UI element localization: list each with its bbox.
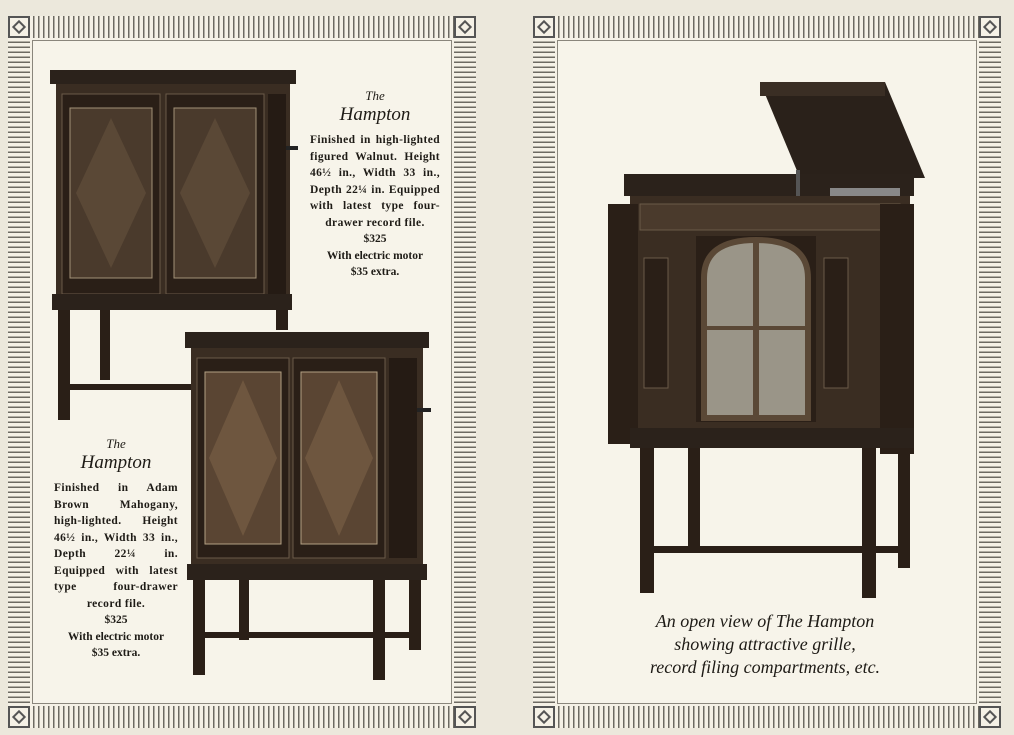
motor-price: $35 extra. [91, 647, 141, 659]
corner-ornament [533, 16, 555, 38]
product-name: Hampton [339, 104, 411, 125]
motor-note: With electric motor [67, 630, 165, 643]
corner-ornament [454, 16, 476, 38]
decorative-border-bottom [533, 706, 1001, 728]
corner-ornament [979, 706, 1001, 728]
product-name: Hampton [80, 452, 152, 473]
decorative-border-top [8, 16, 476, 38]
caption-line: showing attractive grille, [674, 634, 856, 654]
corner-ornament [454, 706, 476, 728]
open-phonograph-illustration [608, 82, 925, 598]
corner-ornament [533, 706, 555, 728]
decorative-border-left [533, 16, 555, 728]
decorative-border-bottom [8, 706, 476, 728]
corner-ornament [8, 16, 30, 38]
motor-price: $35 extra. [350, 266, 400, 278]
decorative-border-right [979, 16, 1001, 728]
title-the: The [106, 436, 126, 451]
walnut-cabinet-illustration [50, 70, 298, 420]
product-price: $325 [104, 614, 128, 626]
motor-note: With electric motor [326, 249, 424, 262]
walnut-description-block: The Hampton Finished in high-lighted fig… [310, 88, 440, 281]
mahogany-description-block: The Hampton Finished in Adam Brown Mahog… [54, 436, 178, 662]
product-description: Finished in Adam Brown Mahogany, high-li… [54, 482, 178, 610]
open-view-caption: An open view of The Hampton showing attr… [580, 610, 950, 679]
caption-line: record filing compartments, etc. [649, 657, 881, 677]
decorative-border-right [454, 16, 476, 728]
corner-ornament [979, 16, 1001, 38]
product-price: $325 [363, 233, 387, 245]
mahogany-cabinet-illustration [185, 332, 431, 680]
corner-ornament [8, 706, 30, 728]
title-the: The [365, 88, 385, 103]
caption-line: An open view of The Hampton [655, 611, 875, 631]
decorative-border-top [533, 16, 1001, 38]
decorative-border-left [8, 16, 30, 728]
product-description: Finished in high-lighted figured Walnut.… [310, 134, 440, 229]
